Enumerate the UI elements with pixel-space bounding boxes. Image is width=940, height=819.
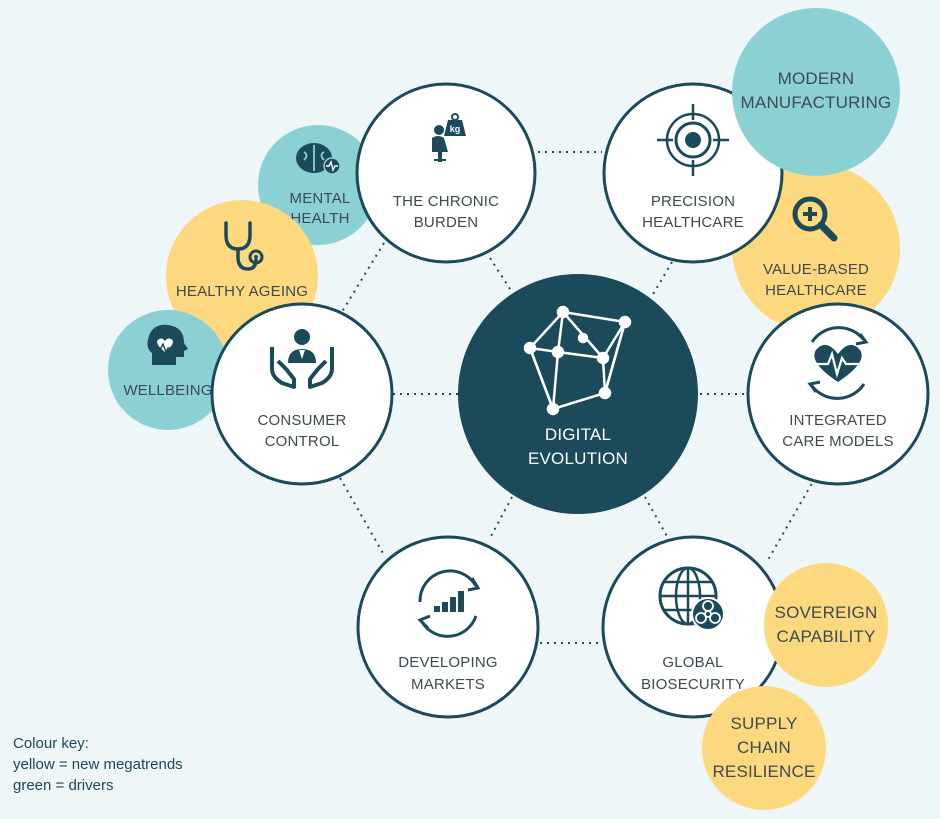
node-developing-line2: MARKETS	[411, 676, 485, 693]
node-developing-line1: DEVELOPING	[398, 654, 498, 671]
node-integrated-care: INTEGRATED CARE MODELS	[746, 302, 930, 486]
bubble-mental-line1: MENTAL	[290, 190, 351, 207]
bubble-modern-manufacturing: MODERN MANUFACTURING	[732, 8, 900, 176]
bubble-sovereign-capability: SOVEREIGN CAPABILITY	[764, 563, 888, 687]
node-precision-healthcare: PRECISION HEALTHCARE	[602, 82, 784, 264]
hands-person-icon	[270, 329, 334, 389]
node-developing-markets: DEVELOPING MARKETS	[356, 535, 540, 719]
center-line1: DIGITAL	[545, 425, 611, 444]
bubble-mental-health: MENTAL HEALTH	[258, 125, 378, 245]
bubble-sovereign-line2: CAPABILITY	[777, 627, 876, 646]
bubble-supply-line2: CHAIN	[737, 738, 791, 757]
bubble-manufacturing-line1: MODERN	[778, 69, 855, 88]
node-biosecurity-line2: BIOSECURITY	[641, 676, 745, 693]
node-biosecurity-line1: GLOBAL	[662, 654, 723, 671]
bubble-sovereign-line1: SOVEREIGN	[775, 603, 878, 622]
network-polygon-icon	[523, 305, 632, 416]
svg-text:kg: kg	[450, 124, 461, 134]
colour-key-yellow: yellow = new megatrends	[13, 756, 183, 773]
node-consumer-line1: CONSUMER	[257, 412, 346, 429]
globe-biohazard-icon	[658, 566, 725, 631]
connector-center-biosecurity	[644, 496, 669, 539]
node-precision-line2: HEALTHCARE	[642, 214, 744, 231]
heart-cycle-icon	[807, 326, 869, 400]
brain-icon	[296, 143, 341, 175]
bubble-supply-chain-resilience: SUPPLY CHAIN RESILIENCE	[702, 686, 826, 810]
node-global-biosecurity: GLOBAL BIOSECURITY	[601, 535, 785, 719]
center-digital-evolution: DIGITAL EVOLUTION	[458, 274, 698, 514]
bubble-wellbeing-label: WELLBEING	[123, 382, 212, 399]
bubble-mental-line2: HEALTH	[290, 210, 349, 227]
node-integrated-line1: INTEGRATED	[789, 412, 887, 429]
weight-person-icon: kg	[432, 113, 466, 162]
node-precision-line1: PRECISION	[651, 193, 735, 210]
connector-center-developing	[489, 496, 513, 539]
node-chronic-line2: BURDEN	[414, 214, 479, 231]
bubble-manufacturing-line2: MANUFACTURING	[741, 93, 892, 112]
colour-key: Colour key: yellow = new megatrends gree…	[13, 733, 183, 796]
bubble-wellbeing: WELLBEING	[108, 310, 228, 430]
connectors	[339, 151, 816, 644]
node-chronic-line1: THE CHRONIC	[393, 193, 499, 210]
connector-integrated-biosecurity	[767, 477, 816, 561]
bubble-ageing-label: HEALTHY AGEING	[176, 283, 308, 300]
crosshair-target-icon	[657, 104, 729, 176]
connector-chronic-center	[489, 257, 513, 293]
bubble-supply-line3: RESILIENCE	[712, 762, 815, 781]
bubble-supply-line1: SUPPLY	[730, 714, 797, 733]
stethoscope-icon	[224, 221, 264, 271]
connector-chronic-consumer	[339, 242, 385, 316]
node-chronic-burden: kg THE CHRONIC BURDEN	[355, 82, 537, 264]
bubble-value-line1: VALUE-BASED	[763, 261, 869, 278]
center-line2: EVOLUTION	[528, 449, 628, 468]
connector-precision-center	[651, 261, 673, 297]
colour-key-green: green = drivers	[13, 777, 114, 794]
head-heart-icon	[147, 324, 188, 365]
node-integrated-line2: CARE MODELS	[782, 433, 893, 450]
node-consumer-line2: CONTROL	[265, 433, 340, 450]
node-consumer-control: CONSUMER CONTROL	[210, 302, 394, 486]
growth-chart-cycle-icon	[417, 569, 481, 638]
connector-consumer-developing	[339, 477, 385, 556]
colour-key-title: Colour key:	[13, 735, 89, 752]
bubble-value-line2: HEALTHCARE	[765, 282, 867, 299]
magnifier-plus-icon	[792, 196, 838, 242]
